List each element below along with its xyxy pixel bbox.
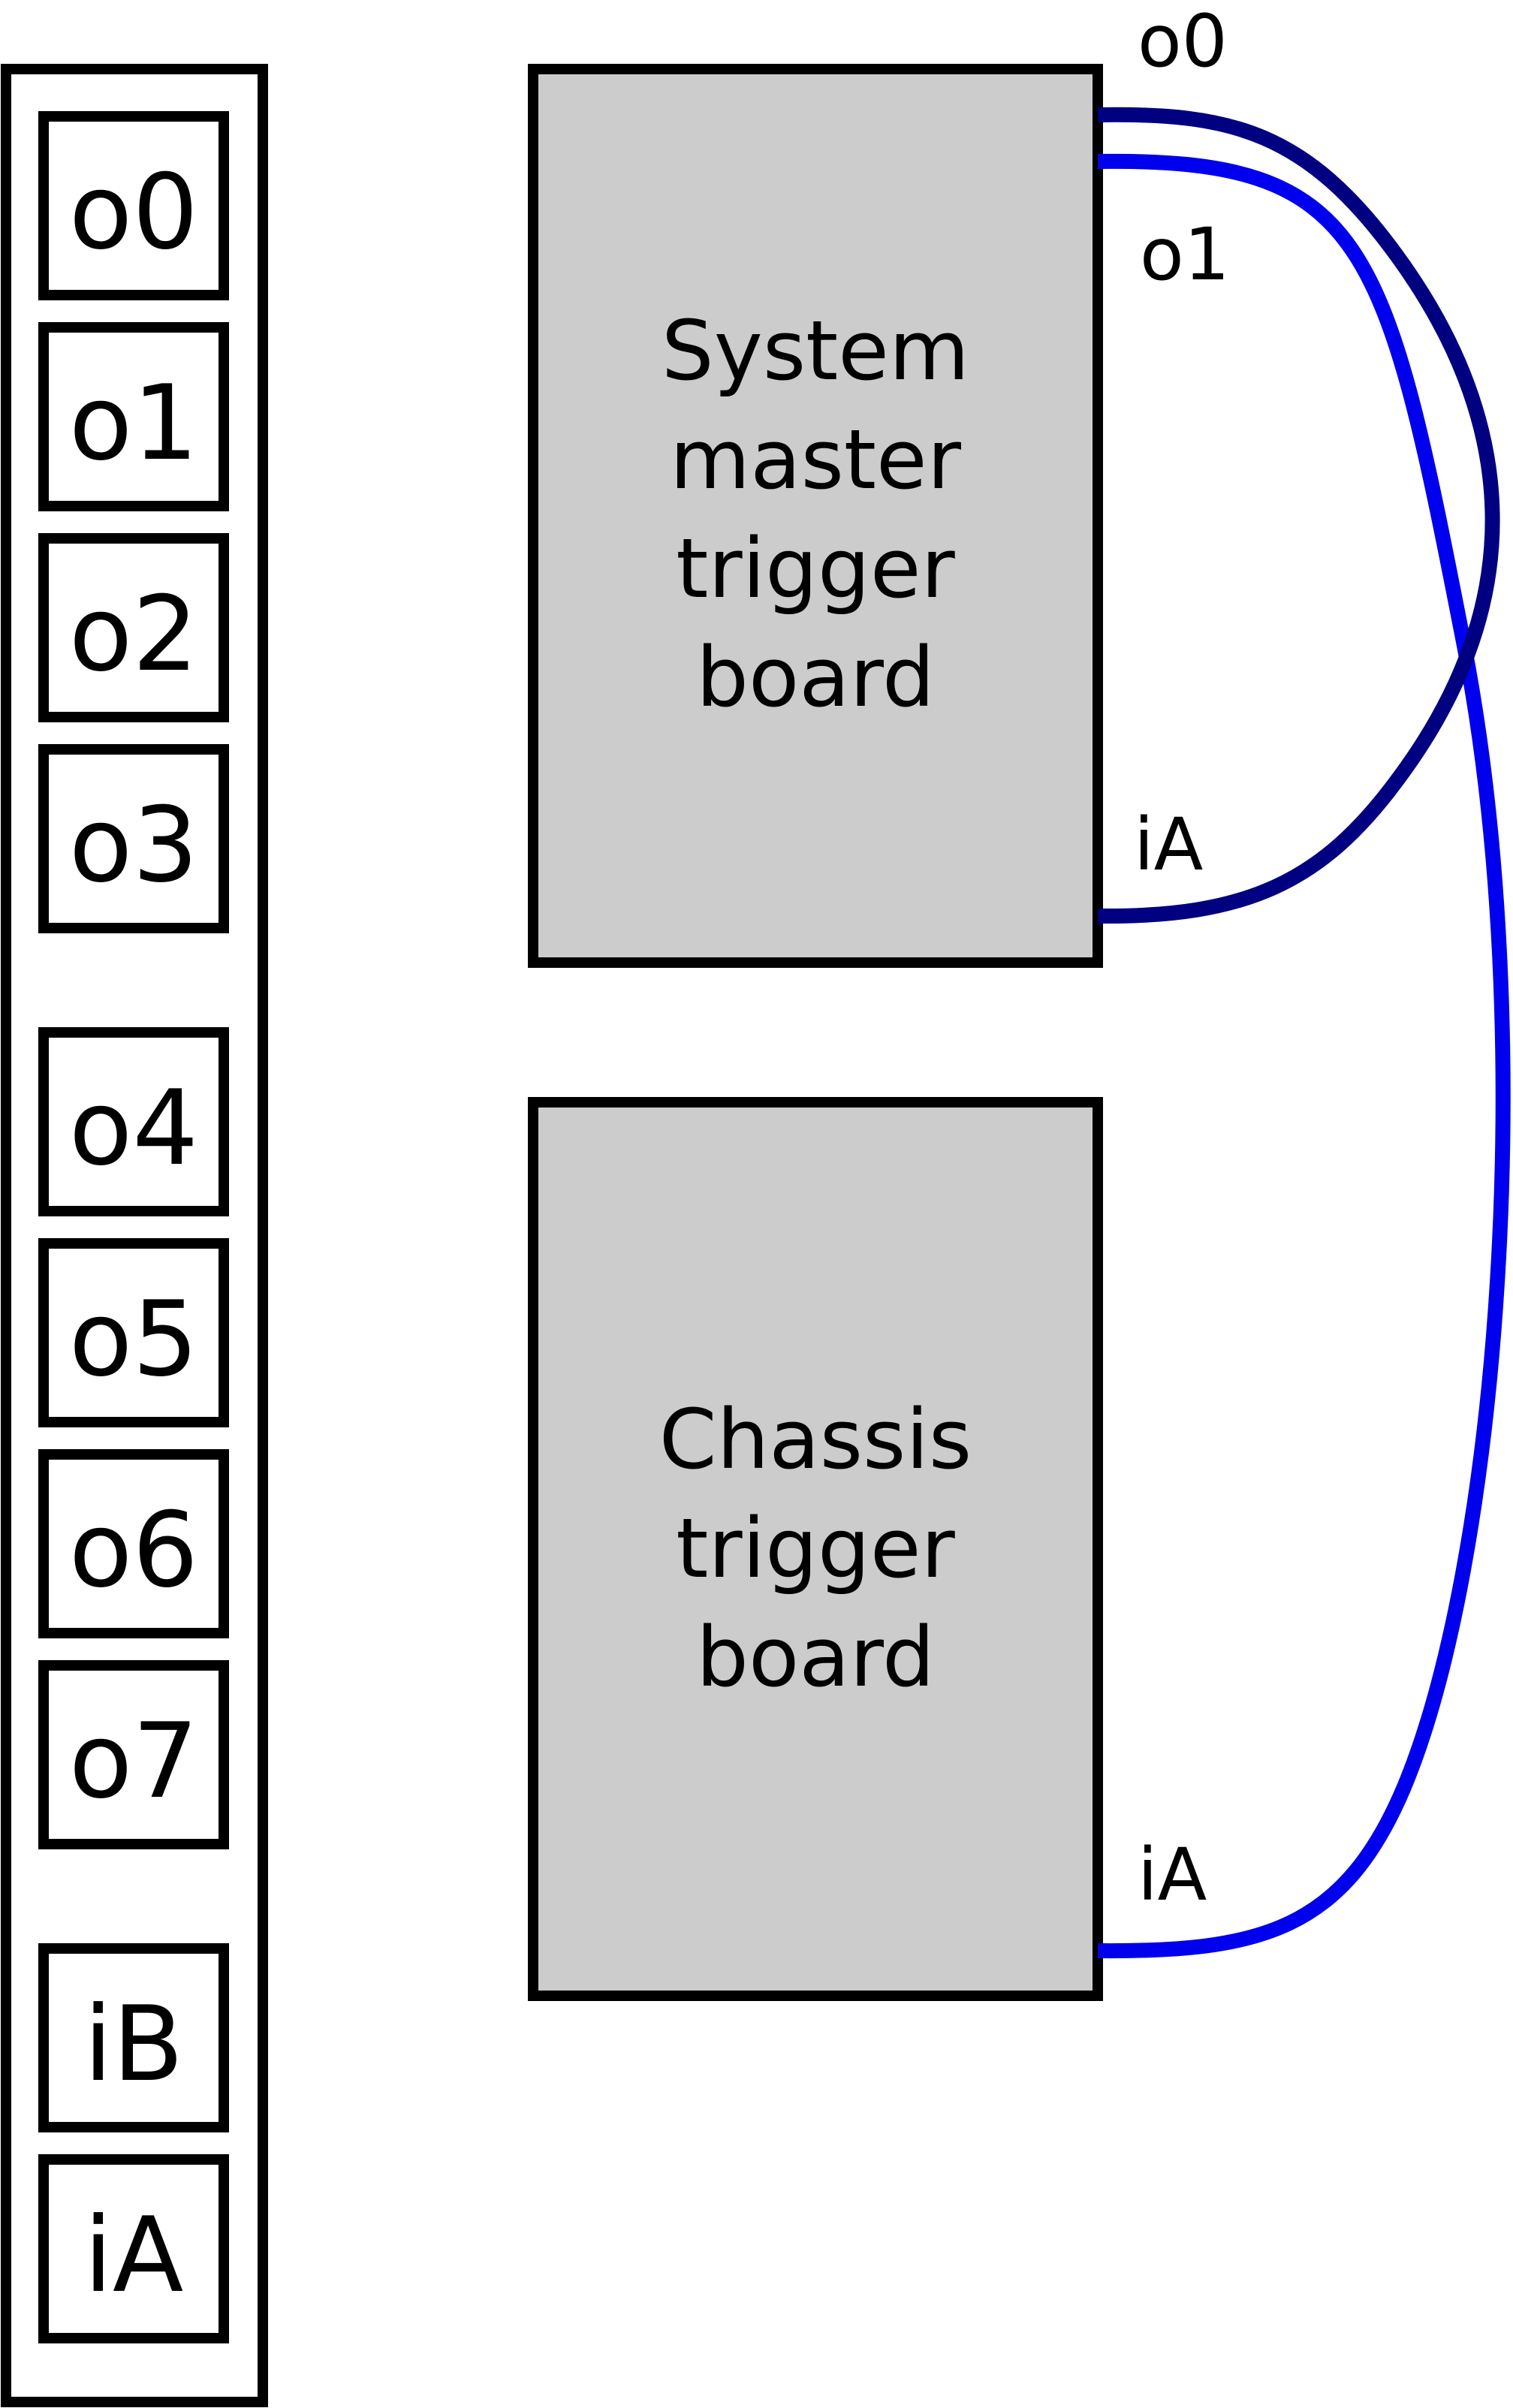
port-label: o0 — [69, 152, 198, 273]
port-o7: o7 — [38, 1660, 229, 1849]
board-label-line: board — [696, 629, 935, 725]
port-label: iA — [84, 2195, 184, 2316]
port-o0: o0 — [38, 111, 229, 300]
cable-o0-to-master-ia — [1097, 107, 1500, 924]
port-label: o6 — [69, 1490, 198, 1611]
board-label-line: trigger — [676, 520, 955, 616]
port-box — [38, 2154, 229, 2343]
chassis-trigger-board: Chassis trigger board — [528, 1097, 1103, 2001]
port-o5: o5 — [38, 1238, 229, 1427]
cable-label-master-ia: iA — [1134, 803, 1203, 887]
port-box — [38, 533, 229, 722]
cable-label-o1: o1 — [1140, 212, 1230, 297]
board-label-line: trigger — [676, 1500, 955, 1596]
board-label-line: Chassis — [659, 1391, 972, 1487]
port-label: o5 — [69, 1279, 198, 1400]
port-ia: iA — [38, 2154, 229, 2343]
port-box — [38, 322, 229, 511]
port-label: iB — [83, 1984, 183, 2105]
board-label-line: board — [696, 1609, 935, 1705]
port-box — [38, 111, 229, 300]
cable-o1-to-chassis-ia — [1097, 153, 1511, 1959]
port-o2: o2 — [38, 533, 229, 722]
port-box — [38, 1238, 229, 1427]
cable-label-chassis-ia: iA — [1138, 1833, 1207, 1917]
board-label-line: master — [670, 411, 962, 508]
port-o1: o1 — [38, 322, 229, 511]
port-box — [38, 1449, 229, 1638]
port-panel: o0 o1 o2 o3 o4 o5 o6 o7 — [1, 64, 268, 2407]
port-box — [38, 1660, 229, 1849]
system-master-trigger-board: System master trigger board — [528, 64, 1103, 968]
port-label: o3 — [69, 785, 198, 906]
port-label: o1 — [69, 363, 198, 484]
port-label: o7 — [69, 1701, 198, 1822]
port-ib: iB — [38, 1943, 229, 2132]
board-box — [528, 1097, 1103, 2001]
port-box — [38, 1943, 229, 2132]
cable-label-o0: o0 — [1138, 0, 1228, 83]
port-label: o4 — [69, 1068, 198, 1189]
board-label-line: System — [662, 303, 969, 399]
port-o3: o3 — [38, 744, 229, 933]
port-box — [38, 1027, 229, 1216]
board-box — [528, 64, 1103, 968]
port-label: o2 — [69, 574, 198, 695]
port-box — [38, 744, 229, 933]
port-o4: o4 — [38, 1027, 229, 1216]
port-o6: o6 — [38, 1449, 229, 1638]
